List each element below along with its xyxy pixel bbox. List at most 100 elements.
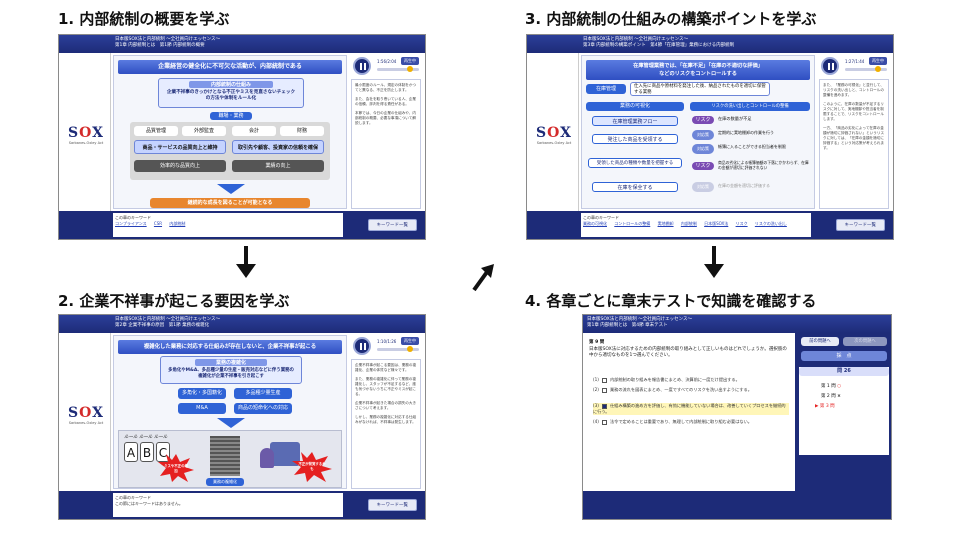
note-line: 企業不祥事が起こる要因は、業務の複雑化、企業の体質など様々です。: [355, 363, 417, 372]
note-line: このように、在庫の数量が不足するリスクに対して、実地棚卸や担当者を制限することで…: [823, 102, 884, 121]
answer-row-current[interactable]: ▶ 第 3 問: [815, 403, 835, 409]
slide-banner: 複雑化した業務に対応する仕組みが存在しないと、企業不祥事が起こる: [118, 340, 342, 354]
narration-notes[interactable]: 最小限度のルール、規定の体制をかつてと異なる、不正を防止します。 また、会社を取…: [351, 79, 421, 209]
option-text: 法令で定めることは重要であり、無理して内部統制に取り組む必要はない。: [609, 419, 752, 424]
screenshot-1: 日本版SOX法と内部統制 〜全社員向けエッセンス〜 第1章 内部統制とは 第1節…: [58, 34, 426, 240]
narration-notes[interactable]: 企業不祥事が起こる要因は、業務の複雑化、企業の体質など様々です。 また、業務の複…: [351, 359, 421, 489]
chapter-label: 第2章 企業不祥事の原因 第1節 業務の複雑化: [115, 323, 210, 328]
note-line: また、「業務の可視化」と並行して、リスクの洗い出しと、コントロールの整備を進めま…: [823, 83, 884, 97]
seek-slider[interactable]: [377, 66, 419, 72]
panel-title: 内部統制の仕組み: [189, 81, 273, 88]
footer-bar: この章のキーワード この節にはキーワードはありません。 キーワード一覧: [59, 491, 425, 519]
seek-slider[interactable]: [845, 66, 887, 72]
logo-word: SOX: [536, 125, 572, 141]
pause-button[interactable]: [353, 57, 371, 75]
screenshot-4: 日本版SOX法と内部統制 〜全社員向けエッセンス〜 第1章 内部統制とは 第4節…: [582, 314, 892, 520]
pause-button[interactable]: [353, 337, 371, 355]
play-status-button[interactable]: 再生中: [401, 57, 419, 65]
option-number: (2): [593, 387, 599, 392]
answer-row[interactable]: 第 2 問 ×: [821, 393, 841, 399]
narration-notes[interactable]: また、「業務の可視化」と並行して、リスクの洗い出しと、コントロールの整備を進めま…: [819, 79, 889, 209]
cell-diversify: 多角化・多国籍化: [178, 388, 226, 399]
keyword-link[interactable]: 業務の可視化: [583, 221, 607, 226]
course-title: 日本版SOX法と内部統制 〜全社員向けエッセンス〜: [115, 317, 221, 322]
answer-label: 第 3 問: [819, 404, 835, 409]
cell-quality: 品質管理: [134, 126, 178, 136]
keyword-link[interactable]: 内部統制: [680, 221, 697, 226]
checkbox[interactable]: [601, 377, 607, 383]
window-header: 日本版SOX法と内部統制 〜全社員向けエッセンス〜 第3章 内部統制の構築ポイン…: [527, 35, 893, 53]
checkbox[interactable]: [601, 419, 607, 425]
question-number: 第 9 問: [589, 340, 605, 345]
keyword-link[interactable]: CSR: [153, 221, 163, 226]
keyword-label: この章のキーワード: [115, 215, 151, 220]
play-status-button[interactable]: 再生中: [869, 57, 887, 65]
diagonal-arrow-icon: [472, 264, 494, 292]
slide-area: 在庫管理業務では、「在庫不足」「在庫の不適切な評価」 などのリスクをコントロール…: [581, 55, 815, 209]
risk-text: 在庫の数量が不足: [718, 116, 752, 121]
measure-text: 在庫の金額を適切に評価する: [718, 183, 770, 188]
course-title: 日本版SOX法と内部統制 〜全社員向けエッセンス〜: [583, 37, 689, 42]
banner-line: などのリスクをコントロールする: [659, 71, 737, 77]
seek-slider[interactable]: [377, 346, 419, 352]
risk-badge: リスク: [692, 116, 714, 124]
rule-labels: ルール ルール ルール: [124, 434, 167, 440]
right-panel: 1:27/1:44 再生中 また、「業務の可視化」と並行して、リスクの洗い出しと…: [819, 55, 889, 209]
question-text: 日本版SOX法に対応するための内部統制の取り組みとして正しいものはどれでしょうか…: [589, 347, 787, 358]
score-button[interactable]: 採 点: [801, 351, 887, 361]
right-panel: 1:10/1:26 再生中 企業不祥事が起こる要因は、業務の複雑化、企業の体質な…: [351, 335, 421, 489]
next-question-button[interactable]: 次の問題へ: [843, 337, 887, 346]
note-line: また、会社を取り巻いている人、企業の信頼、評判を得る責任がある。: [355, 97, 416, 106]
tag-label: 職場・業務: [210, 112, 252, 120]
logo-word: SOX: [68, 125, 104, 141]
option-3[interactable]: (3)仕組み構築の進め方を評価し、有効に機能していない場合は、改善していくプロセ…: [593, 403, 789, 415]
option-1[interactable]: (1) 内部統制の取り組みを報告書にまとめ、決算前に一度だけ提出する。: [593, 377, 789, 383]
current-pointer-icon: ▶: [815, 404, 819, 409]
option-2[interactable]: (2)業務の流れを図表にまとめ、一度ですべてのリスクを洗い出すようにする。: [593, 387, 789, 393]
keyword-link[interactable]: 日本版SOX法: [704, 221, 729, 226]
keyword-link[interactable]: 内部統制: [169, 221, 186, 226]
wrong-mark-icon: ×: [837, 394, 841, 399]
checkbox[interactable]: [601, 387, 607, 393]
keyword-link[interactable]: リスクの洗い出し: [754, 221, 787, 226]
option-4[interactable]: (4)法令で定めることは重要であり、無理して内部統制に取り組む必要はない。: [593, 419, 789, 425]
keyword-link[interactable]: 実地棚卸: [657, 221, 674, 226]
answer-row[interactable]: 第 1 問 ○: [821, 383, 841, 389]
right-heading: リスクの洗い出しとコントロールの整備: [690, 102, 810, 111]
step-3-title: 3. 内部統制の仕組みの構築ポイントを学ぶ: [525, 10, 817, 28]
sidebar: SOX Sarbanes-Oxley Act: [59, 333, 111, 491]
keyword-link[interactable]: リスク: [735, 221, 748, 226]
box-efficiency: 効率的な品質向上: [134, 160, 226, 172]
panel-title: 業務の複雑化: [195, 359, 267, 366]
flow-step: 受領した商品の種類や数量を把握する: [588, 158, 682, 168]
sox-logo: SOX Sarbanes-Oxley Act: [65, 405, 107, 425]
prev-question-button[interactable]: 前の問題へ: [801, 337, 839, 346]
panel-text: 多角化やM&A、多品種少量の生産・販売対応などに伴う業務の複雑化が企業不祥事を引…: [168, 368, 294, 379]
panel-text: 企業不祥事のきっかけとなる不正やミスを見直さないチェックの方法や体制をルール化: [166, 90, 296, 101]
pause-button[interactable]: [821, 57, 839, 75]
keyword-list-button[interactable]: キーワード一覧: [835, 219, 885, 231]
person-icon: [260, 448, 274, 468]
box-quality-up: 商品・サービスの品質向上と維持: [134, 140, 226, 154]
rule-label: ルール: [138, 435, 153, 440]
note-line: 最小限度のルール、規定の体制をかつてと異なる、不正を防止します。: [355, 83, 417, 92]
keyword-link[interactable]: コントロールの整備: [614, 221, 651, 226]
option-text: 内部統制の取り組みを報告書にまとめ、決算前に一度だけ提出する。: [609, 377, 740, 382]
slide-area: 企業経営の健全化に不可欠な活動が、内部統制である 内部統制の仕組み 企業不祥事の…: [113, 55, 347, 209]
checkbox-checked[interactable]: [601, 403, 607, 409]
sidebar: SOX Sarbanes-Oxley Act: [59, 53, 111, 211]
down-arrow-icon: [704, 246, 724, 278]
logo-word: SOX: [68, 405, 104, 421]
keyword-list-button[interactable]: キーワード一覧: [367, 219, 417, 231]
down-arrow-icon: [236, 246, 256, 278]
note-line: 企業不祥事が起きた場合の損失の大きさについて考えます。: [355, 401, 417, 410]
keyword-list-button[interactable]: キーワード一覧: [367, 499, 417, 511]
option-number: (1): [593, 377, 599, 382]
doc-a-icon: A: [124, 442, 138, 462]
logo-sub: Sarbanes-Oxley Act: [536, 141, 572, 145]
answer-panel: [799, 367, 889, 455]
keyword-link[interactable]: コンプライアンス: [115, 221, 147, 226]
play-status-button[interactable]: 再生中: [401, 337, 419, 345]
banner-line: 在庫管理業務では、「在庫不足」「在庫の不適切な評価」: [633, 63, 763, 69]
footer-bar: この章のキーワード コンプライアンス CSR 内部統制 キーワード一覧: [59, 211, 425, 239]
